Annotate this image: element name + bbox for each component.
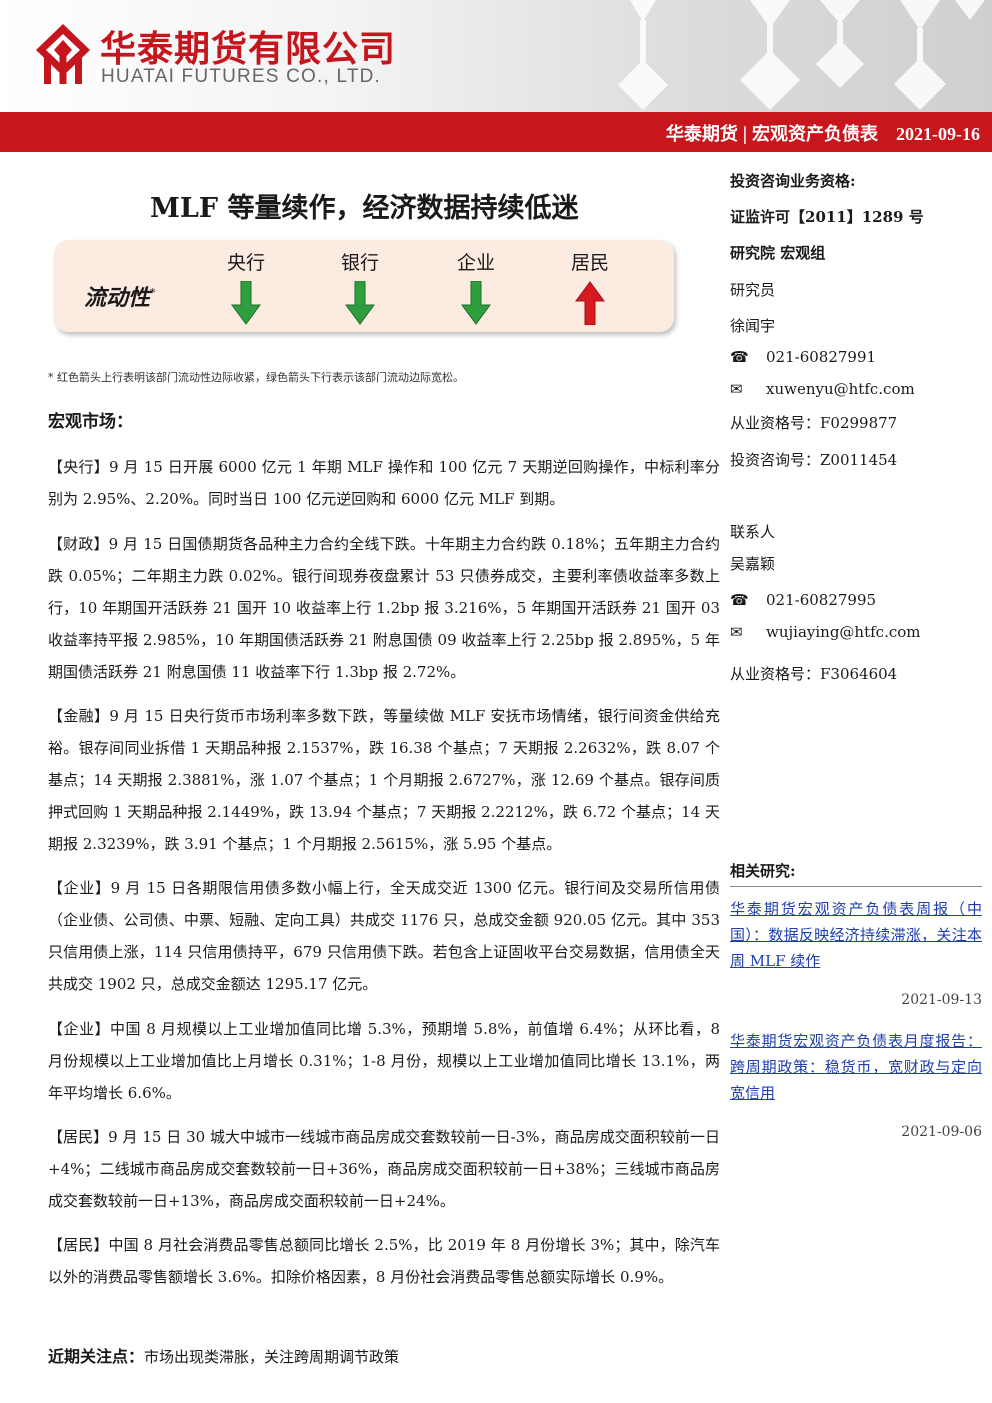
recent-focus-text: 市场出现类滞胀，关注跨周期调节政策 [144, 1348, 400, 1366]
arrow-up-icon [575, 281, 605, 325]
paragraph-household-property: 【居民】9 月 15 日 30 城大中城市一线城市商品房成交套数较前一日-3%，… [48, 1121, 720, 1217]
liquidity-label: 流动性* [84, 280, 156, 312]
contact-title: 联系人 [730, 523, 776, 541]
section-heading-macro-market: 宏观市场： [48, 412, 133, 432]
qualification-title: 投资咨询业务资格: [730, 172, 856, 190]
liquidity-label-text: 流动性 [84, 285, 151, 311]
liquidity-item-household: 居民 [560, 248, 620, 325]
department: 研究院 宏观组 [730, 244, 826, 262]
report-date: 2021-09-16 [896, 124, 980, 144]
liquidity-item-name: 央行 [226, 252, 265, 274]
related-date: 2021-09-13 [901, 992, 982, 1008]
paragraph-text: 9 月 15 日国债期货各品种主力合约全线下跌。十年期主力合约跌 0.18%；五… [48, 535, 720, 681]
paragraph-household-retail: 【居民】中国 8 月社会消费品零售总额同比增长 2.5%，比 2019 年 8 … [48, 1229, 720, 1293]
recent-focus: 近期关注点：市场出现类滞胀，关注跨周期调节政策 [48, 1343, 399, 1367]
company-name-en: HUATAI FUTURES CO., LTD. [101, 66, 382, 87]
arrow-down-icon [461, 281, 491, 325]
envelope-icon: ✉ [730, 380, 743, 398]
license-number: 证监许可【2011】1289 号 [730, 208, 924, 226]
researcher-phone-row: ☎ 021-60827991 [730, 348, 982, 366]
envelope-icon: ✉ [730, 623, 743, 641]
researcher-title: 研究员 [730, 281, 776, 299]
paragraph-fiscal: 【财政】9 月 15 日国债期货各品种主力合约全线下跌。十年期主力合约跌 0.1… [48, 528, 720, 688]
paragraph-enterprise-credit: 【企业】9 月 15 日各期限信用债多数小幅上行，全天成交近 1300 亿元。银… [48, 872, 720, 1000]
researcher-cert: 从业资格号：F0299877 [730, 414, 898, 432]
related-date: 2021-09-06 [901, 1124, 982, 1140]
liquidity-item-bank: 银行 [330, 248, 390, 325]
banner-separator: | [741, 124, 748, 145]
contact-phone-row: ☎ 021-60827995 [730, 591, 982, 609]
paragraph-tag: 【居民】 [48, 1236, 109, 1254]
company-logo-icon [36, 24, 90, 84]
paragraph-text: 中国 8 月规模以上工业增加值同比增 5.3%，预期增 5.8%，前值增 6.4… [48, 1020, 720, 1102]
liquidity-footnote: * 红色箭头上行表明该部门流动性边际收紧，绿色箭头下行表示该部门流动边际宽松。 [48, 371, 464, 384]
arrow-down-icon [345, 281, 375, 325]
banner-company: 华泰期货 [665, 124, 738, 145]
telephone-icon: ☎ [730, 348, 749, 366]
liquidity-item-name: 企业 [456, 252, 495, 274]
paragraph-tag: 【金融】 [48, 707, 110, 725]
liquidity-footnote-mark: * [150, 286, 156, 300]
report-header: 华泰期货有限公司 HUATAI FUTURES CO., LTD. [0, 0, 992, 112]
liquidity-item-name: 银行 [340, 252, 379, 274]
paragraph-tag: 【居民】 [48, 1128, 109, 1146]
researcher-email-row: ✉ xuwenyu@htfc.com [730, 380, 982, 398]
contact-phone: 021-60827995 [766, 591, 877, 609]
report-title: MLF 等量续作，经济数据持续低迷 [150, 193, 579, 224]
liquidity-panel: 流动性* 央行 银行 企业 居民 [54, 240, 674, 332]
researcher-email[interactable]: xuwenyu@htfc.com [766, 380, 915, 398]
banner-report-name: 宏观资产负债表 [752, 124, 878, 145]
paragraph-central-bank: 【央行】9 月 15 日开展 6000 亿元 1 年期 MLF 操作和 100 … [48, 451, 720, 515]
arrow-down-icon [231, 281, 261, 325]
related-research-title: 相关研究: [730, 862, 796, 880]
related-link-monthly[interactable]: 华泰期货宏观资产负债表月度报告：跨周期政策：稳货币，宽财政与定向宽信用 [730, 1032, 982, 1102]
banner-text: 华泰期货|宏观资产负债表 2021-09-16 [666, 120, 980, 146]
paragraph-tag: 【财政】 [48, 535, 109, 553]
paragraph-text: 中国 8 月社会消费品零售总额同比增长 2.5%，比 2019 年 8 月份增长… [48, 1236, 720, 1286]
company-name-cn: 华泰期货有限公司 [100, 29, 397, 70]
researcher-phone: 021-60827991 [766, 348, 877, 366]
paragraph-tag: 【央行】 [48, 458, 109, 476]
decorative-pattern [618, 0, 985, 110]
liquidity-item-enterprise: 企业 [446, 248, 506, 325]
paragraph-text: 9 月 15 日开展 6000 亿元 1 年期 MLF 操作和 100 亿元 7… [48, 458, 720, 508]
paragraph-finance: 【金融】9 月 15 日央行货币市场利率多数下跌，等量续做 MLF 安抚市场情绪… [48, 700, 720, 860]
related-divider [730, 886, 982, 887]
telephone-icon: ☎ [730, 591, 749, 609]
paragraph-tag: 【企业】 [48, 879, 111, 897]
contact-cert: 从业资格号：F3064604 [730, 665, 898, 683]
paragraph-text: 9 月 15 日央行货币市场利率多数下跌，等量续做 MLF 安抚市场情绪，银行间… [48, 707, 720, 853]
paragraph-text: 9 月 15 日 30 城大中城市一线城市商品房成交套数较前一日-3%，商品房成… [48, 1128, 720, 1210]
contact-name: 吴嘉颖 [730, 555, 776, 573]
contact-email[interactable]: wujiaying@htfc.com [766, 623, 921, 641]
recent-focus-label: 近期关注点： [48, 1347, 145, 1366]
related-link-weekly[interactable]: 华泰期货宏观资产负债表周报（中国）：数据反映经济持续滞涨，关注本周 MLF 续作 [730, 900, 982, 970]
report-banner: 华泰期货|宏观资产负债表 2021-09-16 [0, 112, 992, 152]
researcher-consult-number: 投资咨询号：Z0011454 [730, 451, 898, 469]
liquidity-item-central-bank: 央行 [216, 248, 276, 325]
paragraph-tag: 【企业】 [48, 1020, 110, 1038]
liquidity-item-name: 居民 [570, 252, 609, 274]
researcher-name: 徐闻宇 [730, 317, 776, 335]
paragraph-text: 9 月 15 日各期限信用债多数小幅上行，全天成交近 1300 亿元。银行间及交… [48, 879, 720, 993]
contact-email-row: ✉ wujiaying@htfc.com [730, 623, 982, 641]
paragraph-enterprise-industry: 【企业】中国 8 月规模以上工业增加值同比增 5.3%，预期增 5.8%，前值增… [48, 1013, 720, 1109]
